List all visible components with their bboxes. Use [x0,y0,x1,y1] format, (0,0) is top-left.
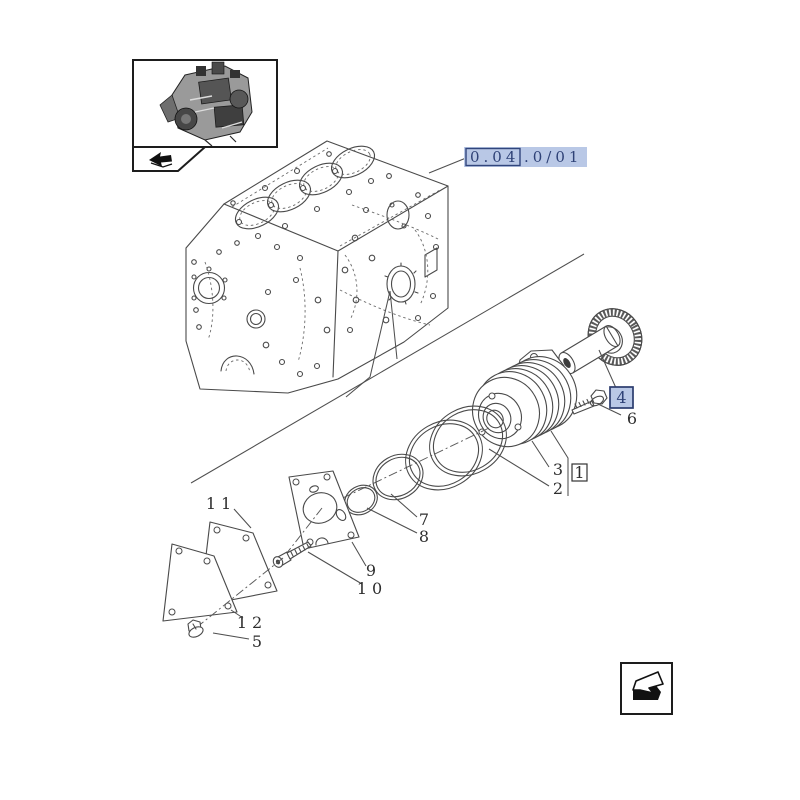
pulley-assembly-illustration [471,349,578,448]
block-left-face [191,232,331,378]
back-arrow-icon [149,152,172,167]
pulley-front-face [471,376,541,448]
socket-bolt-illustration [272,541,312,568]
part-label-5: 5 [252,632,262,651]
part-label-9: 9 [366,561,376,580]
part-label-12: 12 [237,613,267,632]
part-label-2: 2 [553,479,563,498]
part-label-10: 10 [357,579,387,598]
engine-block-illustration [185,140,449,394]
svg-text:1: 1 [574,463,584,482]
section-code-suffix-text: .0/01 [524,148,582,166]
large-oring-pair [405,405,507,491]
hex-bolt-illustration [571,389,608,415]
continuation-arrow-icon [632,671,664,700]
block-right-face [339,192,441,334]
part-label-8: 8 [419,527,429,546]
part-label-6: 6 [627,409,637,428]
ring-7-illustration [372,453,424,501]
leader-lines [212,349,622,640]
part-label-7: 7 [419,510,429,529]
flange-plate-illustration [288,470,360,550]
section-code-leader [428,157,467,174]
centerline-segment-b [282,507,323,559]
cover-plate-front [162,543,238,622]
diagonal-separator-line [190,253,585,484]
section-code-box [465,147,521,167]
back-arrow-shadow [150,162,173,168]
svg-text:4: 4 [616,388,626,407]
top-face-holes [230,151,392,230]
back-tab[interactable] [132,146,208,172]
flanged-bolt-illustration [187,619,204,638]
part-4-highlight-box [609,386,634,409]
part-label-4[interactable]: 4 [609,386,634,409]
continuation-box[interactable] [620,662,673,715]
part-label-11: 11 [206,494,236,513]
centerline-segment-a [321,427,490,509]
shaft-bushing-illustration [558,324,621,375]
section-code-highlight [464,147,587,167]
detail-wedge-lines [345,290,398,398]
section-code-boxed-text: 0.04 [470,148,519,166]
part-label-3: 3 [553,460,563,479]
engine-thumbnail-art [159,61,253,147]
engine-assembly-thumbnail[interactable] [132,59,278,148]
centerline-segment-c [196,557,284,628]
part-label-1[interactable]: 1 [571,463,588,482]
section-code-label[interactable]: 0.04 .0/01 [428,147,587,174]
part-1-box [571,463,588,482]
